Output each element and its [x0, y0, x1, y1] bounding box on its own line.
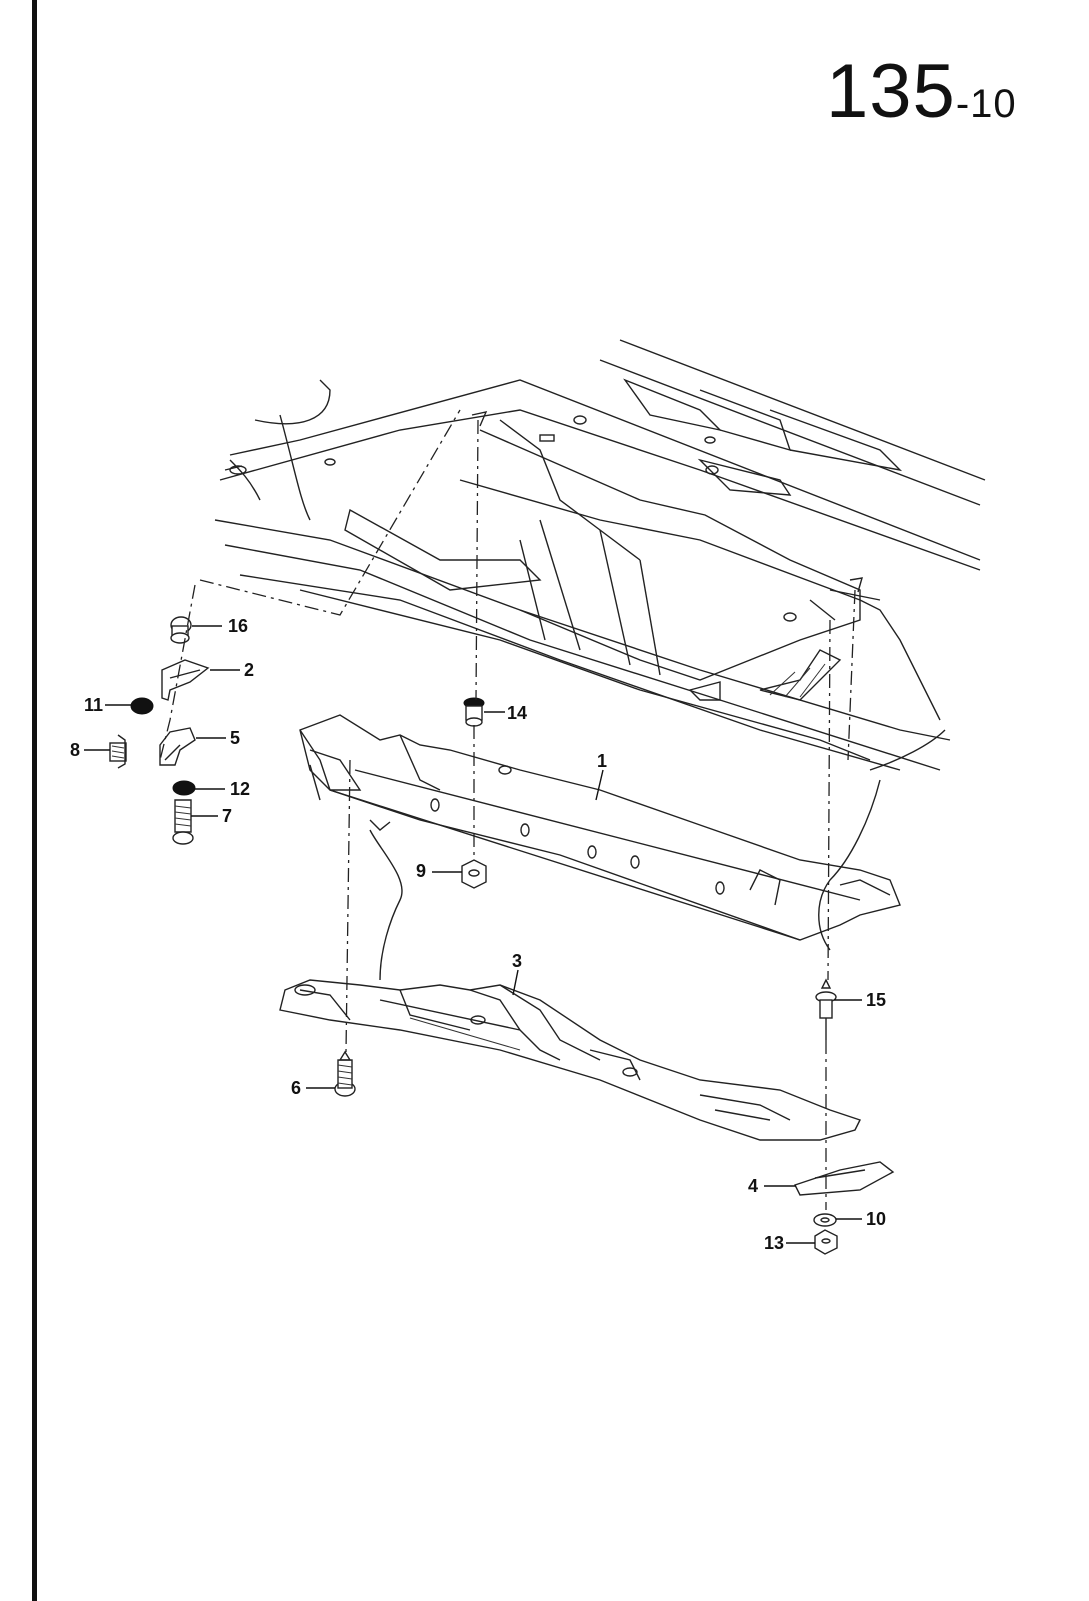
- callout-2: 2: [244, 660, 255, 680]
- callout-11: 11: [84, 695, 104, 715]
- callout-14: 14: [507, 703, 528, 723]
- callout-4: 4: [748, 1176, 759, 1196]
- callout-3: 3: [512, 951, 523, 971]
- part-16-bolt: [170, 616, 192, 644]
- part-7-screw: [172, 799, 194, 845]
- part-4-bracket: [794, 1161, 895, 1196]
- part-10-washer: [813, 1213, 837, 1227]
- part-9-nut: [461, 859, 487, 889]
- part-1-member: [299, 714, 901, 941]
- part-3-member: [279, 979, 861, 1141]
- part-4-detail: [814, 1169, 866, 1179]
- callout-5: 5: [230, 728, 241, 748]
- leader-lines: [84, 625, 862, 1244]
- assembly-lines: [159, 409, 863, 1210]
- callout-12: 12: [230, 779, 251, 799]
- part-8-screw: [109, 734, 127, 769]
- callout-8: 8: [70, 740, 81, 760]
- part-14-nut: [463, 697, 485, 727]
- callout-6: 6: [291, 1078, 302, 1098]
- callout-15: 15: [866, 990, 887, 1010]
- cable-line-right: [818, 779, 881, 951]
- part-5-clip: [159, 727, 196, 766]
- page-number-major: 135: [826, 49, 956, 134]
- floor-pan-outline: [214, 339, 986, 771]
- callout-16: 16: [228, 616, 249, 636]
- callout-7: 7: [222, 806, 233, 826]
- part-2-clip: [161, 659, 210, 701]
- page-number-minor: -10: [955, 82, 1017, 126]
- callout-9: 9: [416, 861, 427, 881]
- part-12-grommet: [172, 780, 196, 796]
- callout-13: 13: [764, 1233, 785, 1253]
- callout-1: 1: [597, 751, 608, 771]
- page-number: 135-10: [826, 48, 1017, 135]
- part-13-nut: [814, 1229, 838, 1255]
- part-11-grommet: [130, 697, 154, 715]
- part-15-rivet: [815, 978, 837, 1040]
- page-border-mark: [32, 0, 37, 1601]
- callout-10: 10: [866, 1209, 887, 1229]
- part-6-screw: [334, 1050, 356, 1097]
- cable-line: [369, 829, 403, 981]
